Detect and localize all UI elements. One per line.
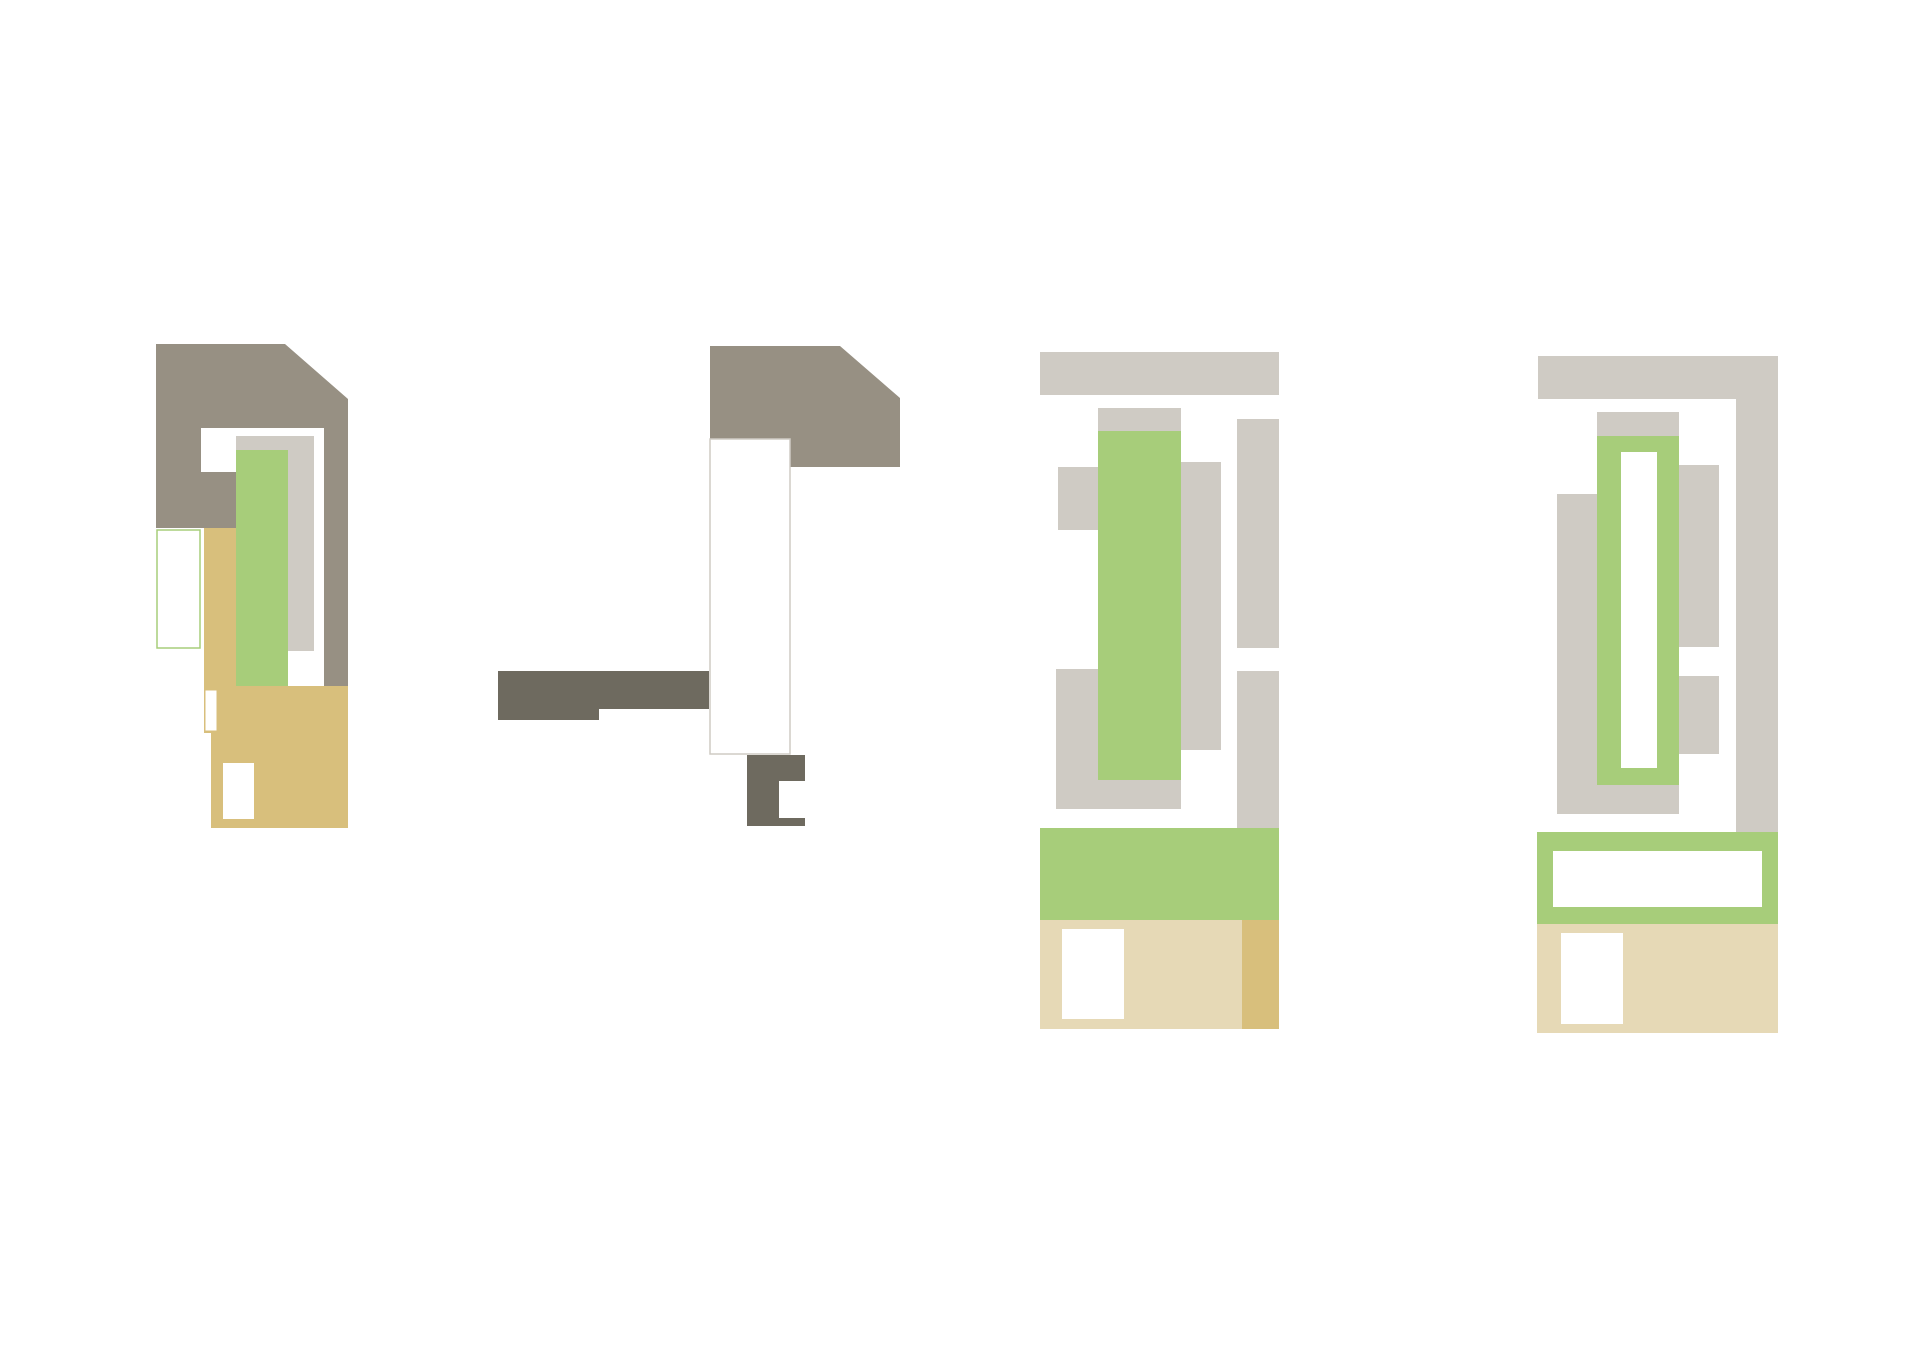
panel-1-green-outline: [156, 529, 201, 649]
panel-2-dark-bar: [498, 671, 709, 720]
panel-2-taupe-block: [710, 346, 900, 467]
panel-3-green-band: [1040, 828, 1279, 920]
panel-4-gray-right-upper: [1676, 465, 1719, 647]
panel-3-gray-right-lower: [1237, 671, 1279, 829]
panel-1-green-block: [236, 450, 288, 686]
panel-1-gold-base: [204, 528, 348, 828]
panel-4-green-tower-void: [1621, 452, 1657, 768]
panel-3-gold-strip: [1242, 920, 1279, 1029]
panel-3-gray-left-upper: [1058, 467, 1100, 530]
panel-1-white-slot: [204, 689, 218, 732]
panel-3: [1040, 352, 1279, 1029]
panel-1: [156, 344, 348, 828]
panel-3-white-window: [1062, 929, 1124, 1019]
panel-3-top-bar: [1040, 352, 1279, 395]
panel-4-gray-right-lower: [1676, 676, 1719, 754]
panel-2-dark-bracket: [747, 755, 805, 826]
panel-1-taupe-block: [156, 344, 348, 686]
panel-1-white-window: [223, 763, 254, 819]
panel-4-gray-top-small: [1597, 412, 1679, 438]
panel-2-white-tower: [709, 438, 791, 755]
panel-4-white-window: [1561, 933, 1623, 1024]
panel-4-green-band-void: [1553, 851, 1762, 907]
panel-3-gray-mid: [1178, 462, 1221, 750]
panel-3-gray-right-upper: [1237, 419, 1279, 648]
panel-3-green-tower: [1098, 431, 1181, 780]
panel-4-gray-frame: [1538, 356, 1778, 833]
panel-2: [498, 346, 900, 826]
panel-4: [1537, 356, 1778, 1033]
panel-3-gray-top-small: [1098, 408, 1181, 434]
